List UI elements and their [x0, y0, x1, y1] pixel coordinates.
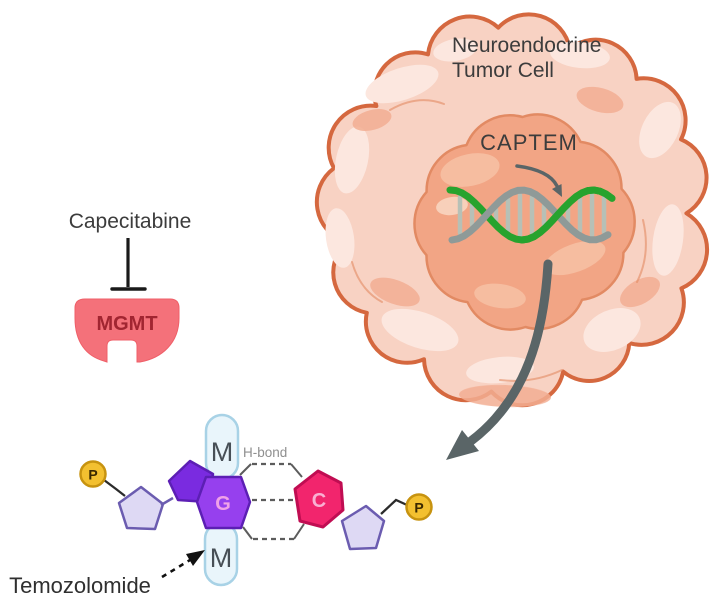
- temozolomide-label: Temozolomide: [9, 573, 151, 598]
- hbond-label: H-bond: [243, 445, 287, 460]
- cytoplasm-dark-patches: [352, 86, 660, 408]
- capecitabine-label: Capecitabine: [69, 210, 192, 233]
- capecitabine-pathway: Capecitabine MGMT: [69, 210, 192, 363]
- phosphate-left-icon: [79, 460, 107, 488]
- captem-to-dna-arrow-icon: [515, 164, 562, 197]
- mgmt-enzyme-shape: [74, 298, 180, 363]
- cell-title-line1: Neuroendocrine: [452, 34, 601, 57]
- guanine-hexagon: [195, 475, 252, 530]
- cytosine-hexagon: [293, 469, 345, 529]
- cell-to-basepair-arrow-icon: [446, 259, 553, 460]
- hydrogen-bonds: [239, 462, 305, 541]
- sugar-base-bond: [160, 496, 174, 507]
- guanine-label: G: [215, 493, 231, 515]
- cytoplasm-light-patches: [325, 38, 684, 384]
- phosphate-right-icon: [405, 493, 433, 521]
- phosphate-right-label: P: [414, 500, 423, 516]
- right-sugar-pentagon: [340, 504, 386, 551]
- right-phosphate-bond: [380, 498, 408, 515]
- gc-base-pair: P G M M H-bond C P Temozo: [9, 413, 433, 598]
- cytosine-label: C: [312, 490, 326, 512]
- captem-label: CAPTEM: [480, 130, 578, 155]
- temozolomide-arrow-icon: [161, 550, 205, 579]
- methyl-top-label: M: [211, 437, 234, 467]
- dna-strand: [448, 186, 612, 244]
- nucleus-patches: [440, 153, 606, 309]
- cytoplasm-texture-lines: [351, 99, 647, 382]
- phosphate-left-label: P: [88, 467, 97, 483]
- dna-strand: [518, 186, 616, 244]
- cell-title-line2: Tumor Cell: [452, 59, 554, 82]
- dna-helix-icon: [446, 186, 616, 244]
- mgmt-label: MGMT: [96, 313, 157, 335]
- methyl-bottom-label: M: [210, 543, 233, 573]
- tumor-cell: Neuroendocrine Tumor Cell CAPTEM: [314, 12, 710, 408]
- left-sugar-pentagon: [117, 485, 165, 531]
- left-phosphate-bond: [103, 479, 126, 497]
